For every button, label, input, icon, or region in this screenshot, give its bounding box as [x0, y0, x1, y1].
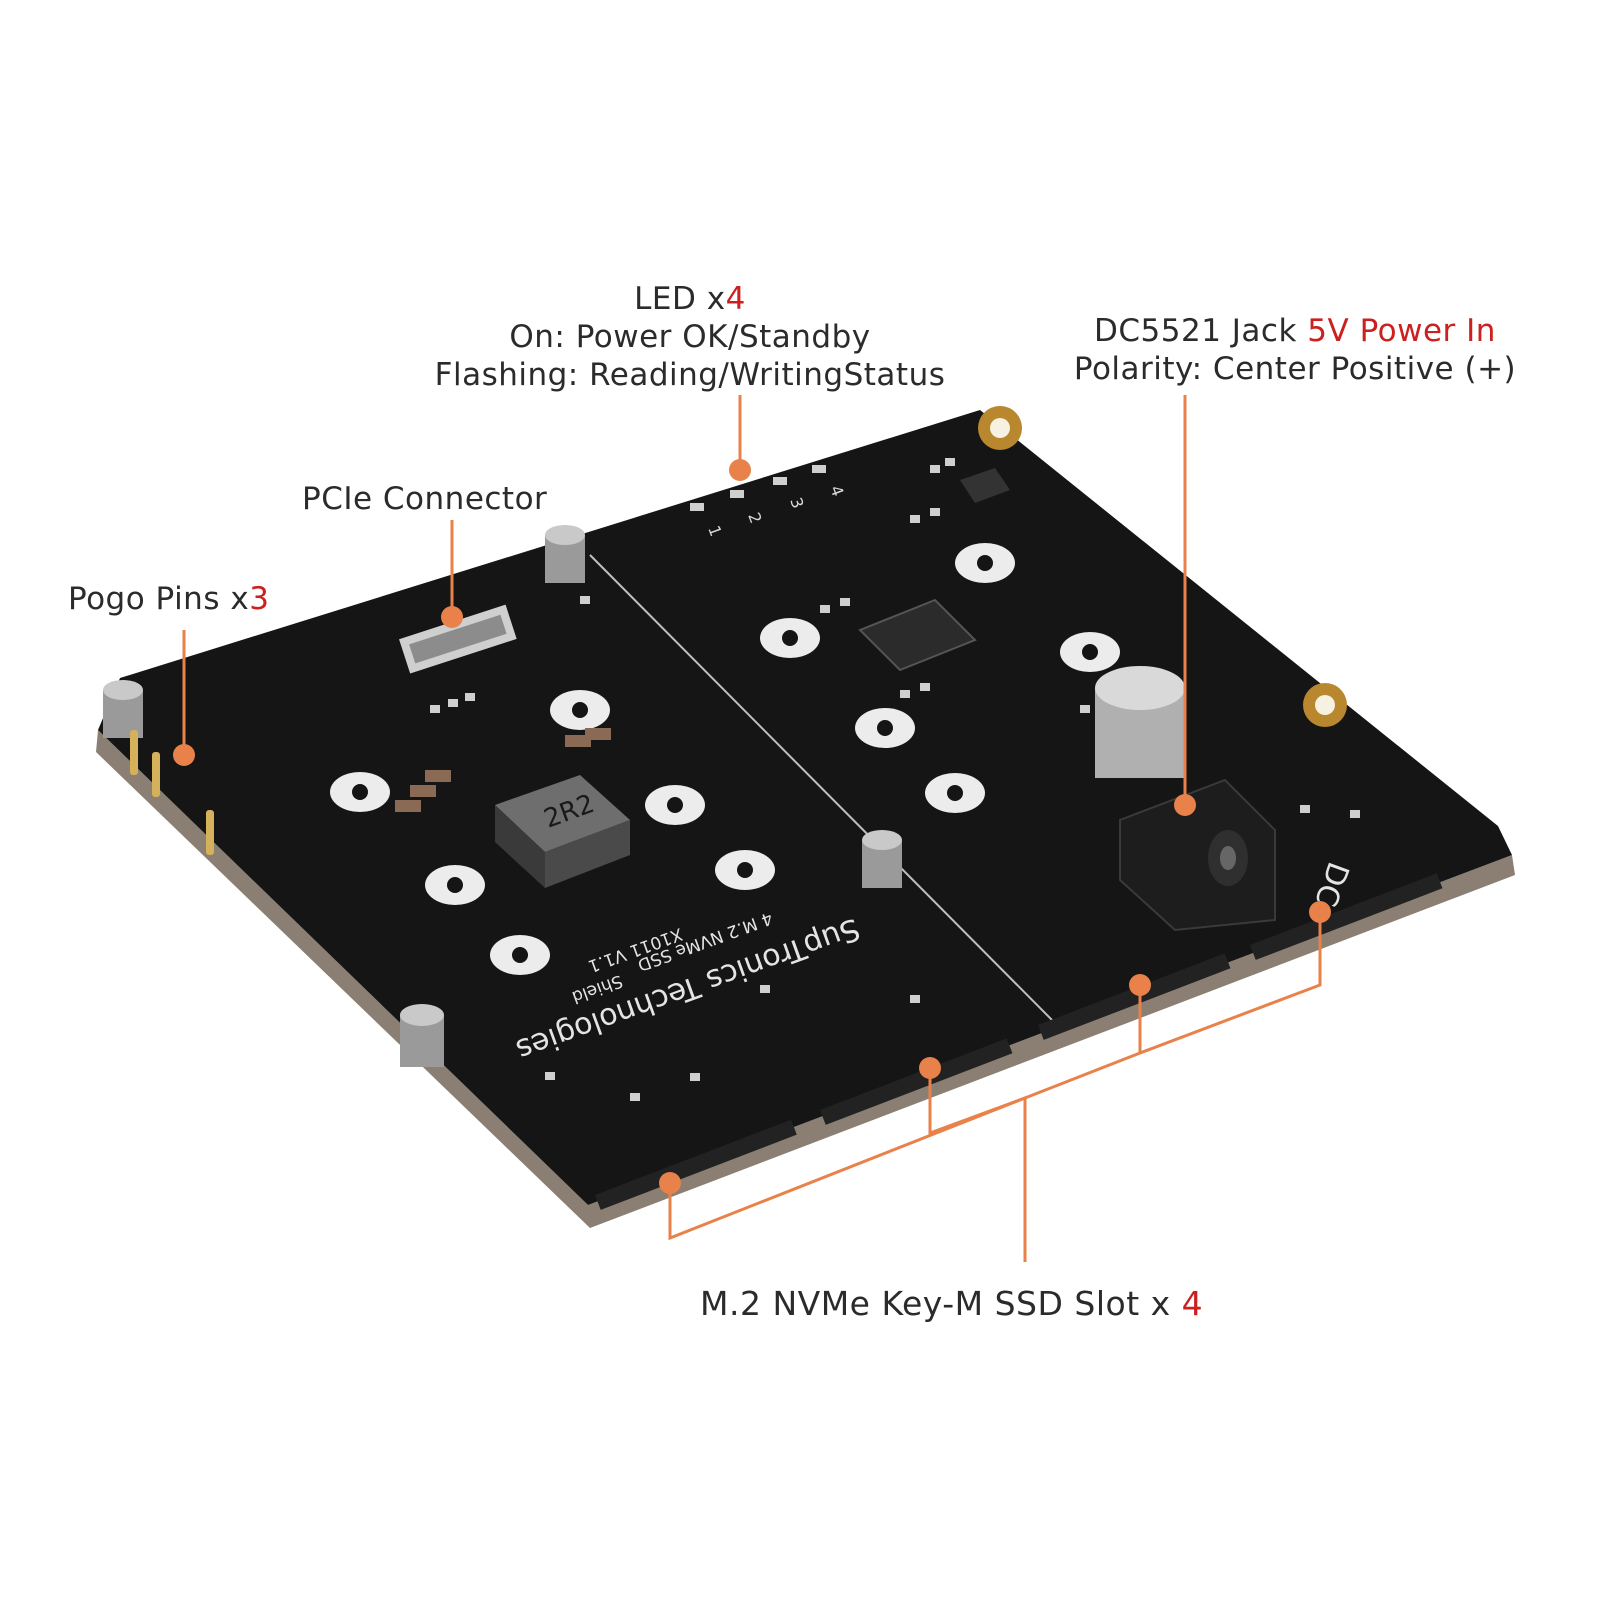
dc-power-in: 5V Power In	[1307, 313, 1496, 349]
dc-polarity: Polarity: Center Positive (+)	[1073, 351, 1517, 387]
pogo-count: 3	[249, 581, 270, 617]
led-line-2: On: Power OK/Standby	[509, 319, 871, 355]
callout-dots	[173, 459, 1331, 1194]
controller-chip	[858, 598, 977, 672]
dc-jack	[1119, 778, 1276, 932]
pcb-board	[98, 410, 1512, 1205]
callout-lines	[182, 395, 1322, 1262]
pogo-pins	[130, 730, 214, 855]
led-title: LED x4	[395, 280, 985, 318]
m2-slot-1	[595, 1119, 797, 1210]
slot-text: M.2 NVMe Key-M SSD Slot x	[700, 1284, 1182, 1323]
pcb-divider	[589, 554, 1053, 1021]
m2-slots	[595, 873, 1443, 1210]
dc-callout: DC5521 Jack 5V Power In Polarity: Center…	[1015, 312, 1575, 388]
led-line-3: Flashing: Reading/WritingStatus	[434, 357, 946, 393]
smd-components	[430, 458, 1360, 1101]
passive-caps	[395, 728, 611, 812]
pogo-text: Pogo Pins x	[68, 581, 250, 617]
pcie-callout: PCIe Connector	[302, 481, 548, 517]
dc-title-text: DC5521 Jack	[1094, 313, 1308, 349]
led-count: 4	[725, 281, 746, 317]
led-pads	[690, 465, 826, 511]
pcb-edge	[96, 730, 1515, 1228]
standoffs	[103, 525, 902, 1067]
small-ic	[960, 468, 1010, 503]
slot-callout: M.2 NVMe Key-M SSD Slot x 4	[700, 1285, 1203, 1323]
led-title-text: LED x	[634, 281, 726, 317]
slot-count: 4	[1181, 1284, 1204, 1323]
dc-title: DC5521 Jack 5V Power In	[1015, 312, 1575, 350]
pogo-callout: Pogo Pins x3	[68, 580, 269, 618]
m2-slot-3	[1038, 953, 1231, 1040]
m2-slot-4	[1250, 873, 1443, 960]
electrolytic-capacitor	[1095, 666, 1185, 778]
pcie-connector	[399, 604, 517, 674]
led-callout: LED x4 On: Power OK/Standby Flashing: Re…	[395, 280, 985, 394]
inductor	[495, 775, 630, 888]
m2-slot-2	[820, 1038, 1013, 1125]
